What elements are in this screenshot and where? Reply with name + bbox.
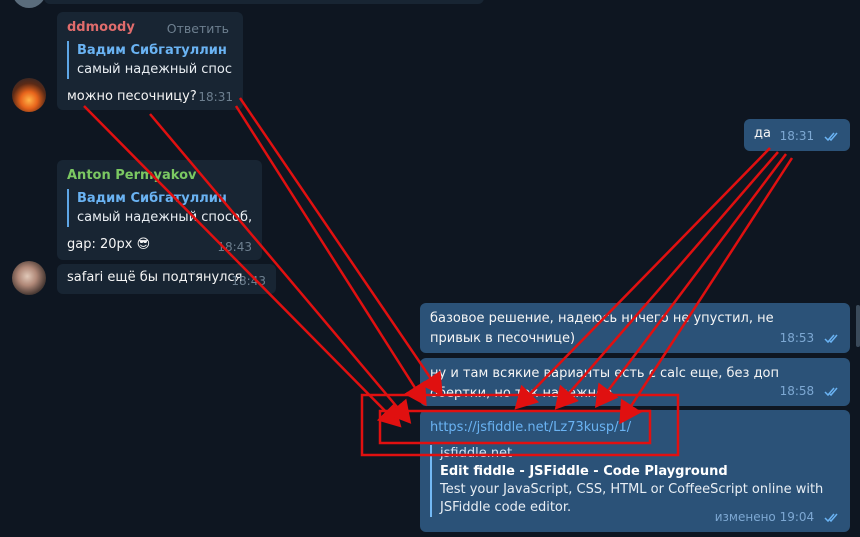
message-time: 18:31 — [780, 129, 840, 145]
preview-description: Test your JavaScript, CSS, HTML or Coffe… — [440, 482, 824, 515]
reply-button[interactable]: Ответить — [166, 21, 229, 36]
double-check-icon — [824, 386, 840, 400]
message-outgoing-da[interactable]: да 18:31 — [744, 119, 850, 151]
quoted-text: самый надежный спос... — [77, 62, 233, 77]
double-check-icon — [824, 131, 840, 145]
quoted-text: самый надежный способ, ... — [77, 210, 252, 225]
message-safari[interactable]: safari ещё бы подтянулся 18:43 — [57, 264, 276, 294]
quoted-reply[interactable]: Вадим Сибгатуллин самый надежный способ,… — [67, 189, 252, 227]
time-label: 18:58 — [779, 384, 815, 398]
message-outgoing-variants[interactable]: ну и там всякие варианты есть с calc еще… — [420, 358, 850, 406]
message-time: 18:31 — [198, 90, 233, 104]
sender-name[interactable]: Anton Permyakov — [67, 168, 197, 183]
message-anton[interactable]: Anton Permyakov Вадим Сибгатуллин самый … — [57, 160, 262, 260]
message-text: базовое решение, надеюсь ничего не упуст… — [430, 311, 774, 346]
previous-message-bubble[interactable] — [44, 0, 484, 4]
quoted-reply[interactable]: Вадим Сибгатуллин самый надежный спос... — [67, 41, 233, 79]
annotation-arrow — [234, 105, 427, 407]
preview-title: Edit fiddle - JSFiddle - Code Playground — [440, 464, 728, 479]
preview-site: jsfiddle.net — [440, 446, 513, 461]
message-outgoing-base-solution[interactable]: базовое решение, надеюсь ничего не упуст… — [420, 303, 850, 353]
quoted-author: Вадим Сибгатуллин — [77, 43, 227, 58]
double-check-icon — [824, 512, 840, 526]
message-time: 18:43 — [217, 240, 252, 254]
link-preview[interactable]: jsfiddle.net Edit fiddle - JSFiddle - Co… — [430, 445, 840, 517]
quoted-author: Вадим Сибгатуллин — [77, 191, 227, 206]
message-ddmoody[interactable]: ddmoody Ответить Вадим Сибгатуллин самый… — [57, 12, 243, 110]
jsfiddle-link[interactable]: https://jsfiddle.net/Lz73kusp/1/ — [430, 420, 632, 435]
message-text-value: gap: 20px — [67, 237, 133, 252]
sender-name[interactable]: ddmoody — [67, 20, 135, 35]
sunglasses-emoji: 😎 — [136, 237, 151, 252]
avatar-anton[interactable] — [12, 261, 46, 295]
message-text: можно песочницу? — [67, 89, 197, 104]
time-label: изменено 19:04 — [714, 510, 815, 524]
message-time: изменено 19:04 — [715, 510, 840, 526]
message-time: 18:53 — [780, 331, 840, 347]
time-label: 18:53 — [779, 331, 815, 345]
message-time: 18:43 — [231, 274, 266, 288]
previous-avatar[interactable] — [12, 0, 46, 8]
message-text: да — [754, 126, 771, 141]
scrollbar[interactable] — [856, 305, 860, 347]
message-text: ну и там всякие варианты есть с calc еще… — [430, 366, 780, 401]
avatar-ddmoody[interactable] — [12, 78, 46, 112]
time-label: 18:31 — [779, 129, 815, 143]
message-time: 18:58 — [780, 384, 840, 400]
double-check-icon — [824, 333, 840, 347]
annotation-arrow — [238, 97, 443, 397]
message-outgoing-link[interactable]: https://jsfiddle.net/Lz73kusp/1/ jsfiddl… — [420, 410, 850, 532]
